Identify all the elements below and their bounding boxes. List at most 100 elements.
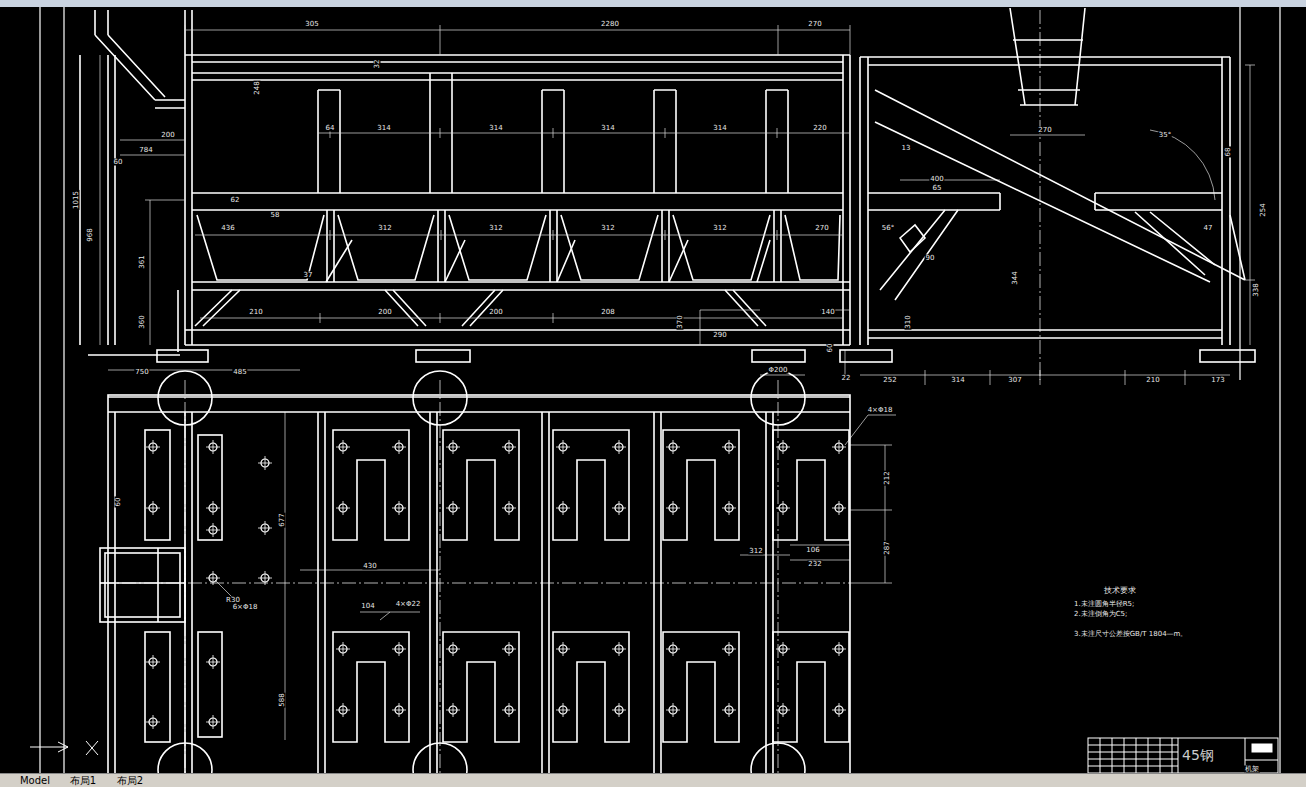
dimension-text: 232 — [807, 561, 822, 568]
title-block-part — [1088, 738, 1278, 773]
dimension-text: 312 — [712, 225, 727, 232]
front-view-part — [542, 90, 564, 193]
dimension-lines-part — [120, 140, 845, 375]
dimension-text: 312 — [377, 225, 392, 232]
dimension-text: 47 — [1203, 225, 1214, 232]
side-view — [840, 8, 1255, 362]
dimension-text: 588 — [279, 692, 286, 707]
front-view-part — [195, 290, 240, 326]
dimension-text: 64 — [325, 125, 336, 132]
dimension-text: 370 — [677, 314, 684, 329]
dimension-text: 485 — [232, 369, 247, 376]
plan-view-part — [333, 632, 409, 742]
dimension-text: 314 — [488, 125, 503, 132]
plan-view-part — [146, 440, 160, 454]
dimension-text: 4×Φ18 — [867, 407, 894, 414]
border-lines — [40, 7, 1280, 773]
plan-view-part — [108, 397, 850, 412]
front-view-part — [673, 215, 770, 280]
dimension-text: 140 — [820, 309, 835, 316]
plan-view-part — [198, 632, 222, 737]
front-view-part — [785, 215, 840, 280]
front-view — [80, 10, 850, 362]
window-title-strip — [0, 0, 1306, 7]
plan-view-part — [145, 430, 170, 540]
dimension-text: 252 — [882, 377, 897, 384]
plan-view-part — [100, 548, 185, 622]
layout-tab-bar — [0, 773, 1306, 787]
front-view-part — [177, 290, 179, 352]
dimension-text: 361 — [139, 254, 146, 269]
side-view-part — [840, 350, 892, 362]
dimension-text: 314 — [600, 125, 615, 132]
dimension-text: 254 — [1260, 202, 1267, 217]
dimension-text: 270 — [1037, 127, 1052, 134]
front-view-part — [416, 350, 470, 362]
dimension-text: 270 — [807, 21, 822, 28]
plan-view-part — [145, 632, 170, 742]
plan-view-part — [105, 553, 180, 617]
dimension-text: 400 — [929, 176, 944, 183]
dimension-text: 106 — [805, 547, 820, 554]
side-view-part — [1095, 193, 1222, 210]
front-view-part — [654, 90, 676, 193]
dimension-text: R30 — [225, 597, 241, 604]
plan-view-part — [553, 632, 629, 742]
front-view-part — [385, 290, 503, 326]
front-view-part — [326, 240, 770, 282]
dimension-text: 58 — [270, 212, 281, 219]
dimension-text: 13 — [901, 145, 912, 152]
dimension-text: 208 — [600, 309, 615, 316]
note-text: 2.未注倒角为C5; — [1073, 611, 1128, 618]
plan-view-part — [206, 715, 220, 729]
dimension-text: 312 — [488, 225, 503, 232]
dimension-lines-part — [200, 313, 843, 323]
side-view-part — [1135, 212, 1215, 275]
plan-view-part — [773, 430, 849, 540]
front-view-part — [95, 10, 185, 108]
dimension-text: 210 — [1145, 377, 1160, 384]
front-view-part — [185, 55, 850, 80]
front-view-part — [192, 193, 843, 210]
dimension-lines-part — [850, 445, 892, 583]
dimension-text: 200 — [488, 309, 503, 316]
plan-view-part — [443, 632, 519, 742]
dimension-text: 968 — [87, 227, 94, 242]
dimension-text: 2280 — [600, 21, 620, 28]
center-lines-part — [100, 10, 1040, 773]
plan-view-part — [553, 430, 629, 540]
plan-view-part — [206, 523, 220, 537]
front-view-part — [185, 282, 850, 345]
title-block-part — [1252, 744, 1272, 752]
note-heading: 技术要求 — [1103, 587, 1137, 595]
front-view-part — [561, 215, 658, 280]
layout-tab: 布局2 — [116, 776, 144, 786]
dimension-lines-part — [318, 128, 850, 138]
dimension-text: 6×Φ18 — [232, 604, 259, 611]
plan-view-part — [258, 456, 272, 470]
dimension-lines-part — [1150, 130, 1215, 200]
dimension-text: 677 — [279, 512, 286, 527]
dimension-text: 210 — [248, 309, 263, 316]
dimension-text: 60 — [115, 497, 122, 508]
dimension-lines-part — [195, 230, 843, 240]
layout-tab: 布局1 — [69, 776, 97, 786]
dimension-text: 65 — [932, 185, 943, 192]
dimension-lines-part — [900, 65, 1255, 345]
plan-view-part — [318, 412, 773, 773]
dimension-lines-part — [860, 370, 1230, 385]
dimension-text: 4×Φ22 — [395, 601, 422, 608]
dimension-text: 90 — [925, 255, 936, 262]
dimension-text: 56° — [881, 225, 895, 232]
dimension-text: 22 — [841, 375, 852, 382]
title-block-part — [1100, 738, 1245, 773]
dimension-text: 60 — [113, 159, 124, 166]
plan-view-part — [751, 371, 805, 425]
dimension-text: 35° — [1158, 132, 1172, 139]
front-view-part — [185, 10, 850, 345]
side-view-part — [868, 330, 1222, 338]
plan-view-part — [258, 571, 272, 585]
note-text: 1.未注圆角半径R5; — [1073, 601, 1135, 608]
dimension-text: 220 — [812, 125, 827, 132]
